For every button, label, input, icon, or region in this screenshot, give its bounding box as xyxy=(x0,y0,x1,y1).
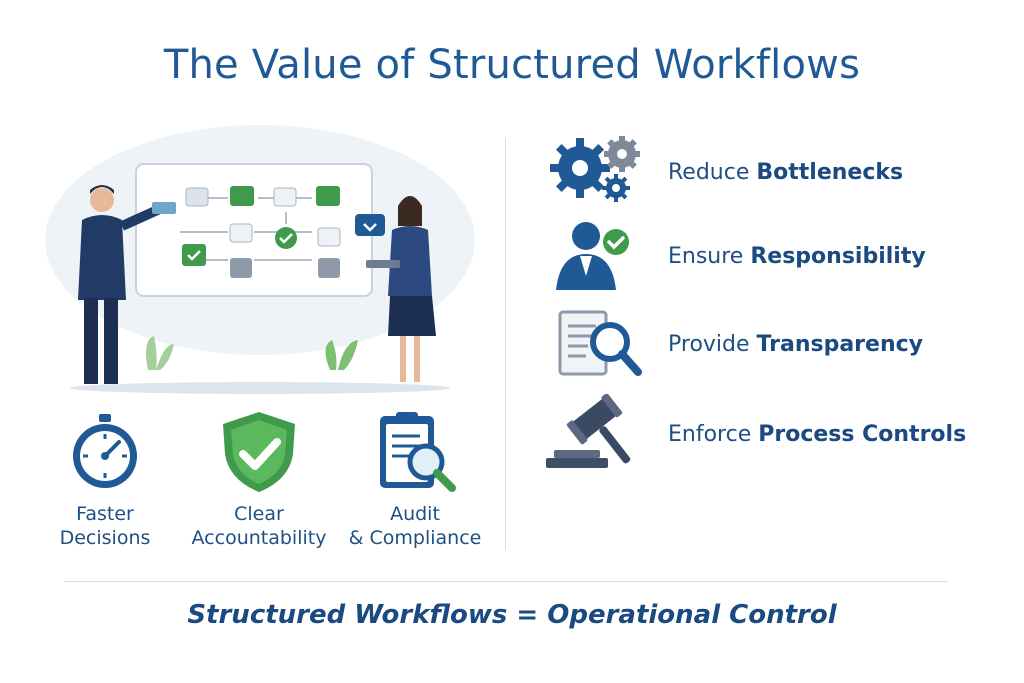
vertical-divider xyxy=(505,138,506,550)
horizontal-divider xyxy=(64,581,948,582)
clipboard-magnifier-icon xyxy=(380,412,456,492)
document-magnifier-icon xyxy=(558,310,642,376)
shield-check-icon xyxy=(223,412,295,492)
value-label: Provide Transparency xyxy=(668,331,923,357)
gavel-icon xyxy=(546,394,631,468)
benefit-label-line1: Faster xyxy=(76,503,134,525)
benefit-faster-decisions: Faster Decisions xyxy=(30,410,180,550)
value-reduce-bottlenecks: Reduce Bottlenecks xyxy=(540,132,1000,212)
benefit-label-line2: Accountability xyxy=(191,527,327,549)
person-check-icon xyxy=(556,222,629,290)
benefit-label-line2: Decisions xyxy=(59,527,151,549)
value-provide-transparency: Provide Transparency xyxy=(540,304,1000,384)
benefit-label-line1: Audit xyxy=(390,503,440,525)
value-label: Enforce Process Controls xyxy=(668,421,967,447)
value-label: Reduce Bottlenecks xyxy=(668,159,904,185)
workflow-board-illustration xyxy=(45,125,475,394)
benefit-label-line1: Clear xyxy=(234,503,284,525)
benefit-label-line2: & Compliance xyxy=(348,527,482,549)
value-label: Ensure Responsibility xyxy=(668,243,926,269)
value-enforce-process-controls: Enforce Process Controls xyxy=(540,394,1000,474)
value-ensure-responsibility: Ensure Responsibility xyxy=(540,216,1000,296)
footer-tagline: Structured Workflows = Operational Contr… xyxy=(187,600,837,630)
gears-icon xyxy=(550,136,640,202)
benefit-clear-accountability: Clear Accountability xyxy=(184,410,334,550)
benefit-audit-compliance: Audit & Compliance xyxy=(340,410,490,550)
stopwatch-icon xyxy=(73,414,137,488)
page-title: The Value of Structured Workflows xyxy=(163,42,861,88)
